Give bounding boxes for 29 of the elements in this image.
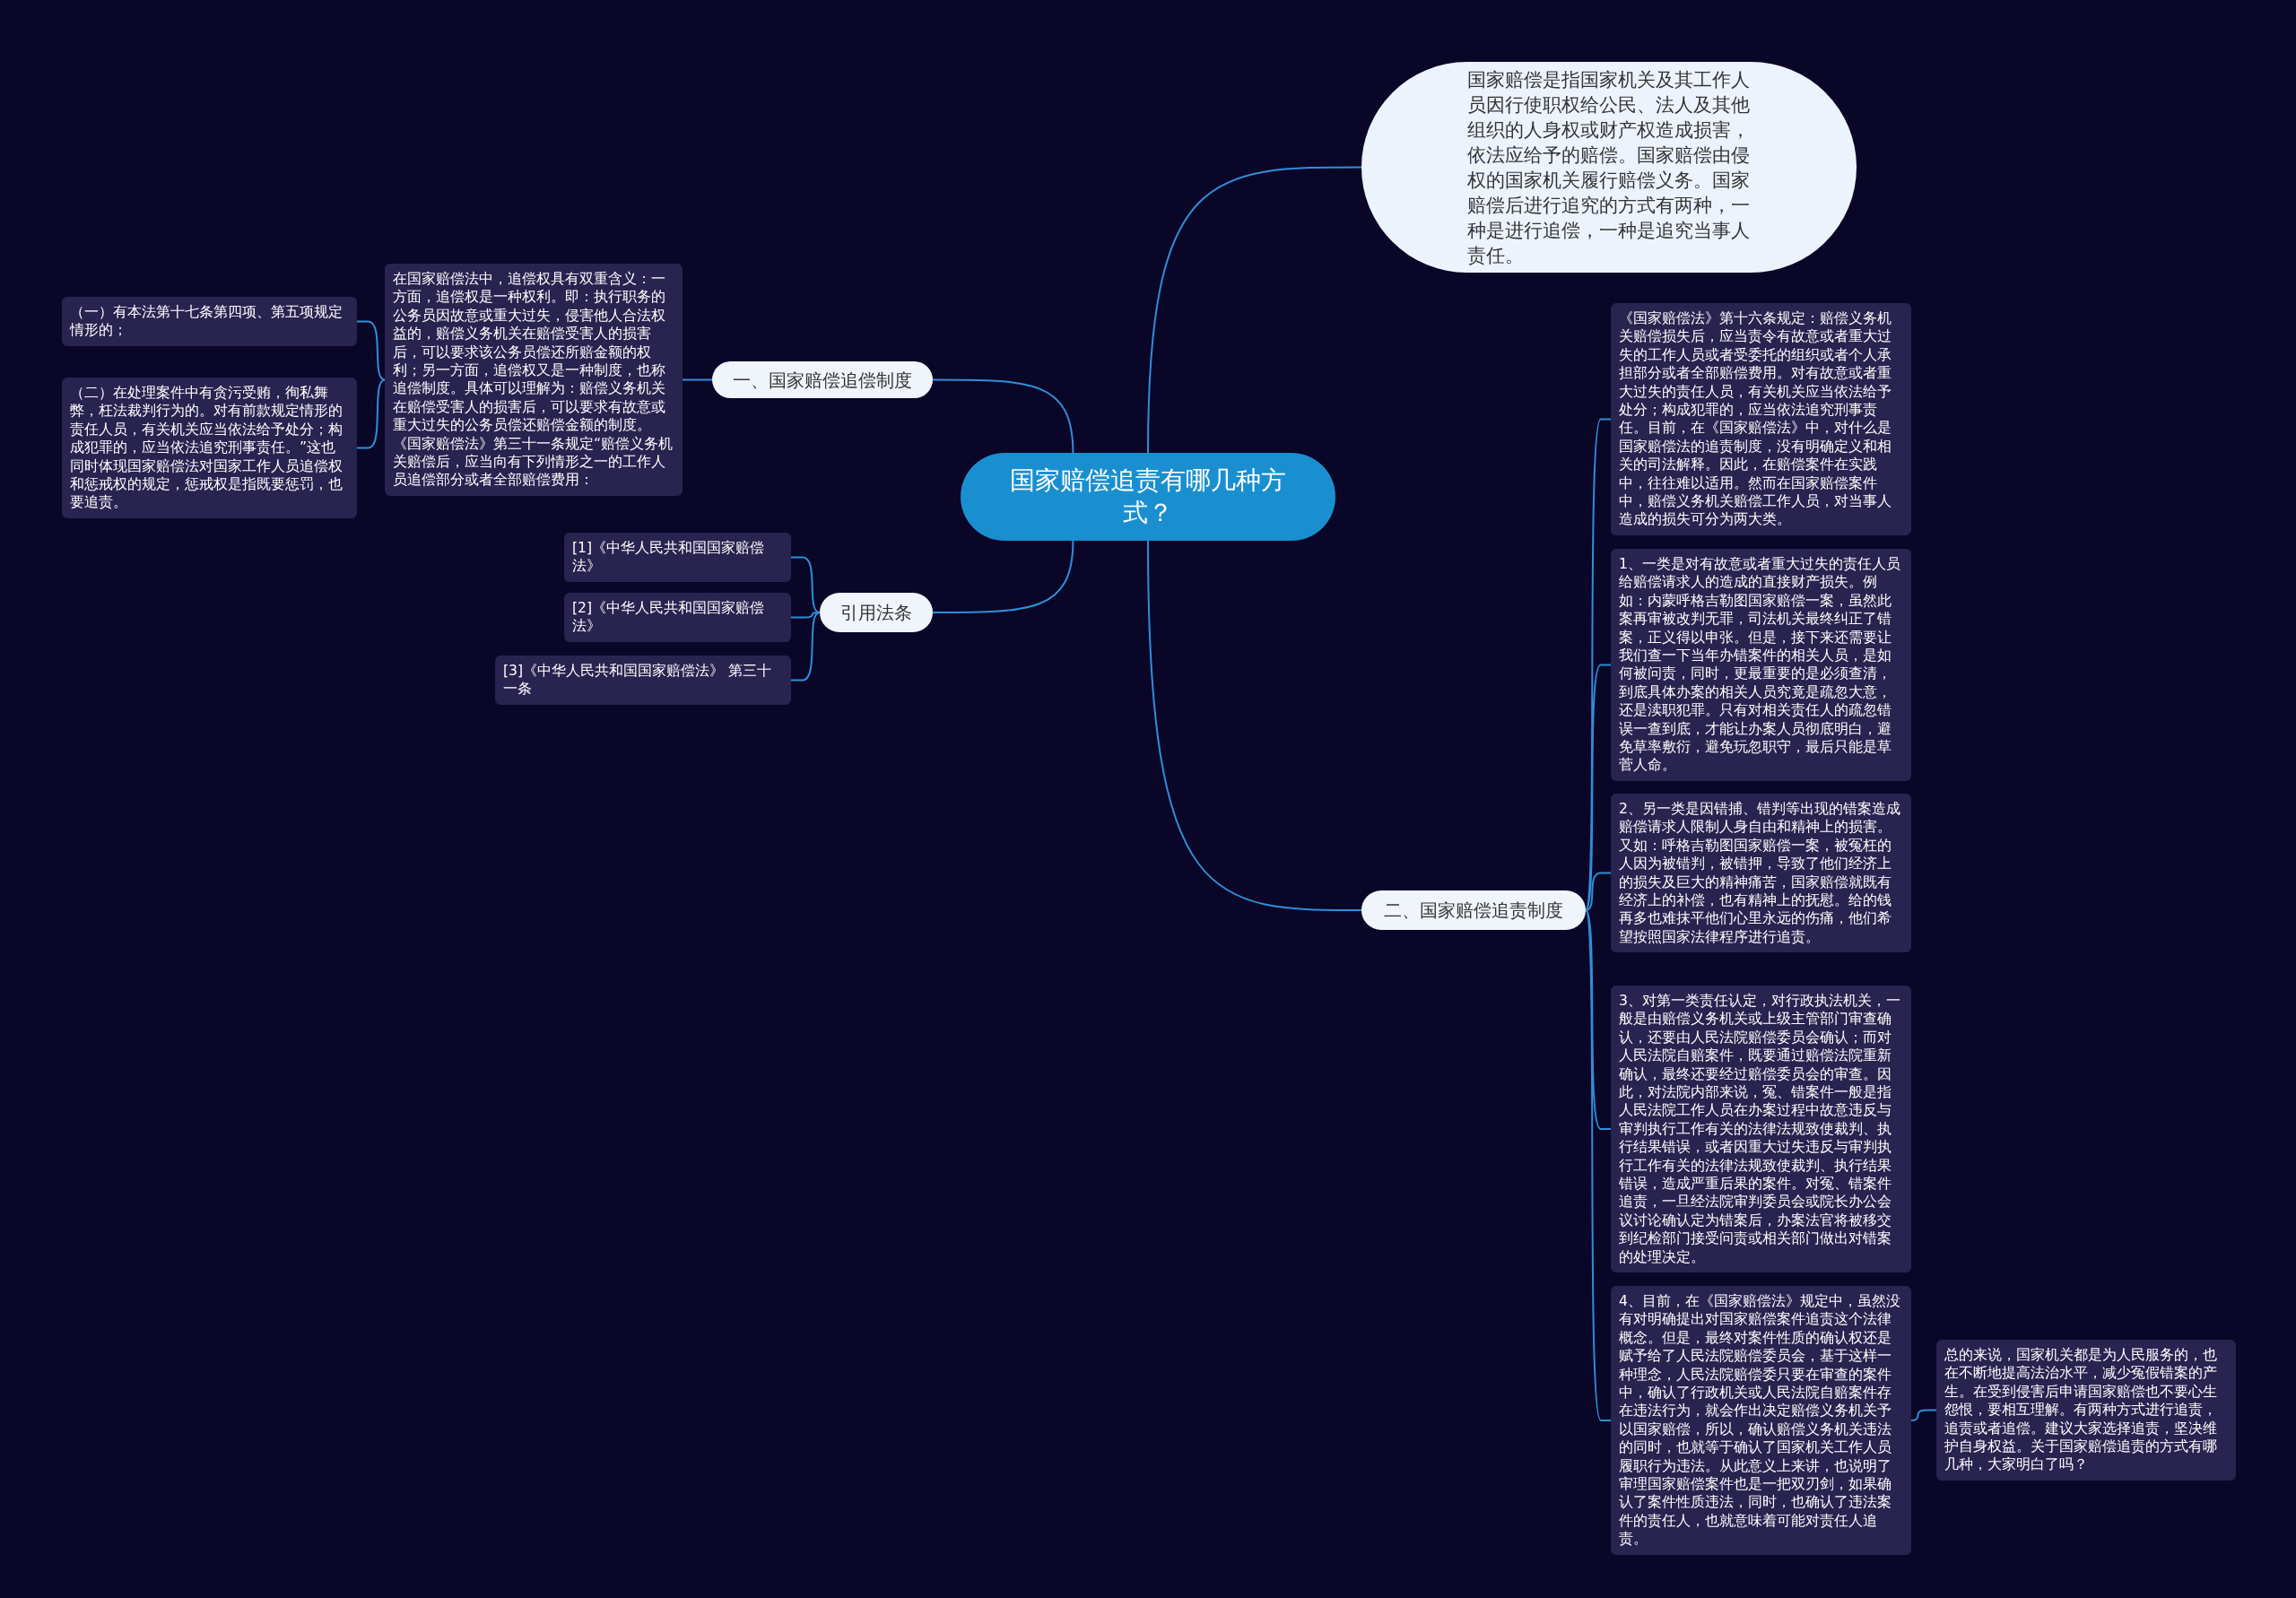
text-card: 2、另一类是因错捕、错判等出现的错案造成赔偿请求人限制人身自由和精神上的损害。又如：呼格吉勒图国家赔偿一案，被冤枉的人因为被错判，被错押，导致了他们经济上的损失及巨大的精神痛苦，国家赔偿就既有经济上的补偿，也有精神上的抚慰。给的钱再多也难抹平他们心里永远的伤痛，他们希望按照国家法律程序进行追责。: [1611, 794, 1911, 953]
connector-line: [1147, 540, 1362, 911]
connector-line: [790, 612, 821, 619]
reference-card: [2]《中华人民共和国国家赔偿法》: [564, 593, 791, 642]
connector-line: [1585, 909, 1612, 1421]
branch-topic: 一、国家赔偿追偿制度: [712, 361, 933, 398]
central-topic: 国家赔偿追责有哪几种方式？: [961, 453, 1335, 541]
connector-line: [1585, 872, 1612, 911]
text-card: 总的来说，国家机关都是为人民服务的，也在不断地提高法治水平，减少冤假错案的产生。在受到侵害后申请国家赔偿也不要心生怨恨，要相互理解。有两种方式进行追责，追责或者追偿。建议大家选择追责，坚决维护自身权益。关于国家赔偿追责的方式有哪几种，大家明白了吗？: [1936, 1340, 2236, 1481]
connector-line: [932, 540, 1074, 613]
text-card: （二）在处理案件中有贪污受贿，徇私舞弊，枉法裁判行为的。对有前款规定情形的责任人员，有关机关应当依法给予处分；构成犯罪的，应当依法追究刑事责任。”这也同时体现国家赔偿法对国家工作人员追偿权和惩戒权的规定，惩戒权是指既要惩罚，也要追责。: [62, 378, 357, 518]
connector-line: [1585, 909, 1612, 1130]
connector-line: [682, 378, 713, 381]
text-card: （一）有本法第十七条第四项、第五项规定情形的；: [62, 297, 357, 346]
connector-line: [1147, 166, 1362, 454]
branch-topic: 二、国家赔偿追责制度: [1361, 890, 1586, 930]
text-card: 4、目前，在《国家赔偿法》规定中，虽然没有对明确提出对国家赔偿案件追责这个法律概念。但是，最终对案件性质的确认权还是赋予给了人民法院赔偿委员会，基于这样一种理念，人民法院赔偿委只要在审查的案件中，确认了行政机关或人民法院自赔案件存在违法行为，就会作出决定赔偿义务机关予以国家赔偿，所以，确认赔偿义务机关违法的同时，也就等于确认了国家机关工作人员履职行为违法。从此意义上来讲，也说明了审理国家赔偿案件也是一把双刃剑，如果确认了案件性质违法，同时，也确认了违法案件的责任人，也就意味着可能对责任人追责。: [1611, 1286, 1911, 1555]
reference-card: [1]《中华人民共和国国家赔偿法》: [564, 533, 791, 582]
connector-line: [356, 320, 386, 381]
definition-bubble: 国家赔偿是指国家机关及其工作人员因行使职权给公民、法人及其他组织的人身权或财产权造成损害，依法应给予的赔偿。国家赔偿由侵权的国家机关履行赔偿义务。国家赔偿后进行追究的方式有两种，一种是进行追偿，一种是追究当事人责任。: [1361, 62, 1857, 273]
text-card: 1、一类是对有故意或者重大过失的责任人员给赔偿请求人的造成的直接财产损失。例如：内蒙呼格吉勒图国家赔偿一案，虽然此案再审被改判无罪，司法机关最终纠正了错案，正义得以申张。但是，接下来还需要让我们查一下当年办错案件的相关人员，是如何被问责，同时，更最重要的是必须查清，到底具体办案的相关人员究竟是疏忽大意，还是渎职犯罪。只有对相关责任人的疏忽错误一查到底，才能让办案人员彻底明白，避免草率敷衍，避免玩忽职守，最后只能是草菅人命。: [1611, 549, 1911, 781]
text-card: 3、对第一类责任认定，对行政执法机关，一般是由赔偿义务机关或上级主管部门审查确认，还要由人民法院赔偿委员会确认；而对人民法院自赔案件，既要通过赔偿法院重新确认，最终还要经过赔偿委员会的审查。因此，对法院内部来说，冤、错案件一般是指人民法院工作人员在办案过程中故意违反与审判执行工作有关的法律法规致使裁判、执行结果错误，或者因重大过失违反与审判执行工作有关的法律法规致使裁判、执行结果错误，造成严重后果的案件。对冤、错案件追责，一旦经法院审判委员会或院长办公会议讨论确认定为错案后，办案法官将被移交到纪检部门接受问责或相关部门做出对错案的处理决定。: [1611, 986, 1911, 1273]
text-card: 《国家赔偿法》第十六条规定：赔偿义务机关赔偿损失后，应当责令有故意或者重大过失的工作人员或者受委托的组织或者个人承担部分或者全部赔偿费用。对有故意或者重大过失的责任人员，有关机关应当依法给予处分；构成犯罪的，应当依法追究刑事责任。目前，在《国家赔偿法》中，对什么是国家赔偿法的追责制度，没有明确定义和相关的司法解释。因此，在赔偿案件在实践中，往往难以适用。然而在国家赔偿案件中，赔偿义务机关赔偿工作人员，对当事人造成的损失可分为两大类。: [1611, 303, 1911, 535]
branch-topic: 引用法条: [820, 593, 933, 632]
text-card: 在国家赔偿法中，追偿权具有双重含义：一方面，追偿权是一种权利。即：执行职务的公务员因故意或重大过失，侵害他人合法权益的，赔偿义务机关在赔偿受害人的损害后，可以要求该公务员偿还所赔金额的权利；另一方面，追偿权又是一种制度，也称追偿制度。具体可以理解为：赔偿义务机关在赔偿受害人的损害后，可以要求有故意或重大过失的公务员偿还赔偿金额的制度。《国家赔偿法》第三十一条规定“赔偿义务机关赔偿后，应当向有下列情形之一的工作人员追偿部分或者全部赔偿费用：: [385, 264, 683, 496]
connector-line: [1910, 1409, 1937, 1421]
connector-line: [932, 378, 1074, 454]
reference-card: [3]《中华人民共和国国家赔偿法》 第三十一条: [495, 656, 791, 705]
connector-line: [1585, 664, 1612, 911]
